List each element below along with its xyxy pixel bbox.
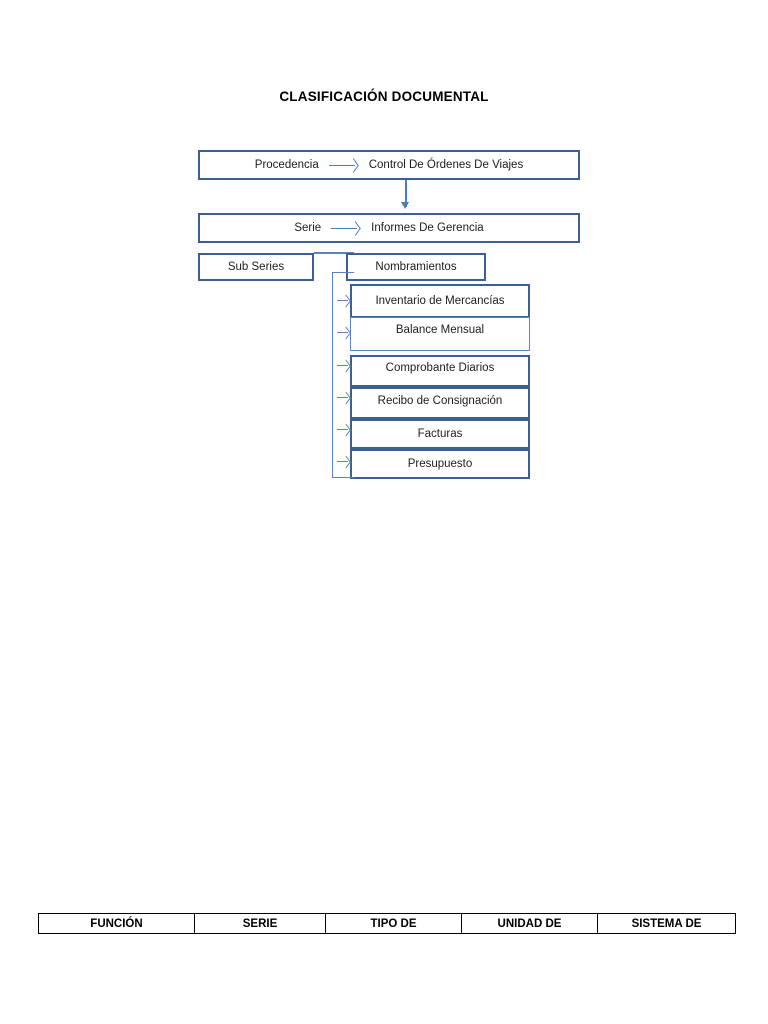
bracket-arrow-icon [337,424,351,435]
table-header-cell: TIPO DE [325,913,462,934]
bracket-arrow-icon [337,327,351,338]
bracket-arrow-icon [337,456,351,467]
right-arrow-icon [331,223,361,233]
bracket-arrow-icon [337,360,351,371]
right-arrow-icon [328,160,359,170]
bracket-arrow-icon [337,392,351,403]
sub-series-item-inventario-de-mercancias[interactable]: Inventario de Mercancías [350,284,530,318]
serie-value: Informes De Gerencia [371,222,484,234]
sub-series-item-comprobante-diarios[interactable]: Comprobante Diarios [350,355,530,387]
serie-label: Serie [294,222,322,234]
sub-series-label: Sub Series [227,261,285,273]
connector-serie-to-subseries [314,252,354,254]
sub-series-item-nombramientos[interactable]: Nombramientos [346,253,486,281]
sub-series-item-label: Inventario de Mercancías [375,295,505,307]
table-header-cell: SERIE [194,913,326,934]
bottom-header-table: FUNCIÓN SERIE TIPO DE UNIDAD DE SISTEMA … [38,913,736,934]
sub-series-item-label: Facturas [417,428,463,440]
procedencia-box[interactable]: Procedencia Control De Órdenes De Viajes [198,150,580,180]
bracket-arrow-icon [337,295,351,306]
table-row: FUNCIÓN SERIE TIPO DE UNIDAD DE SISTEMA … [38,913,736,934]
sub-series-item-label: Presupuesto [407,458,473,470]
sub-series-item-facturas[interactable]: Facturas [350,419,530,449]
sub-series-item-label: Comprobante Diarios [385,362,495,374]
sub-series-item-label: Nombramientos [375,261,457,273]
sub-series-item-label: Recibo de Consignación [377,395,503,407]
table-header-cell: SISTEMA DE [597,913,736,934]
connector-procedencia-serie [405,180,407,207]
sub-series-item-balance-mensual[interactable]: Balance Mensual [350,317,530,351]
procedencia-label: Procedencia [254,159,319,171]
sub-series-item-recibo-de-consignacion[interactable]: Recibo de Consignación [350,387,530,419]
table-header-cell: UNIDAD DE [461,913,598,934]
sub-series-item-presupuesto[interactable]: Presupuesto [350,449,530,479]
page-title: CLASIFICACIÓN DOCUMENTAL [279,89,489,104]
serie-box[interactable]: Serie Informes De Gerencia [198,213,580,243]
sub-series-bracket [332,272,354,478]
table-header-cell: FUNCIÓN [38,913,195,934]
connector-procedencia-serie-arrowhead [401,202,409,209]
sub-series-item-label: Balance Mensual [395,324,485,336]
sub-series-box[interactable]: Sub Series [198,253,314,281]
procedencia-value: Control De Órdenes De Viajes [368,159,524,171]
